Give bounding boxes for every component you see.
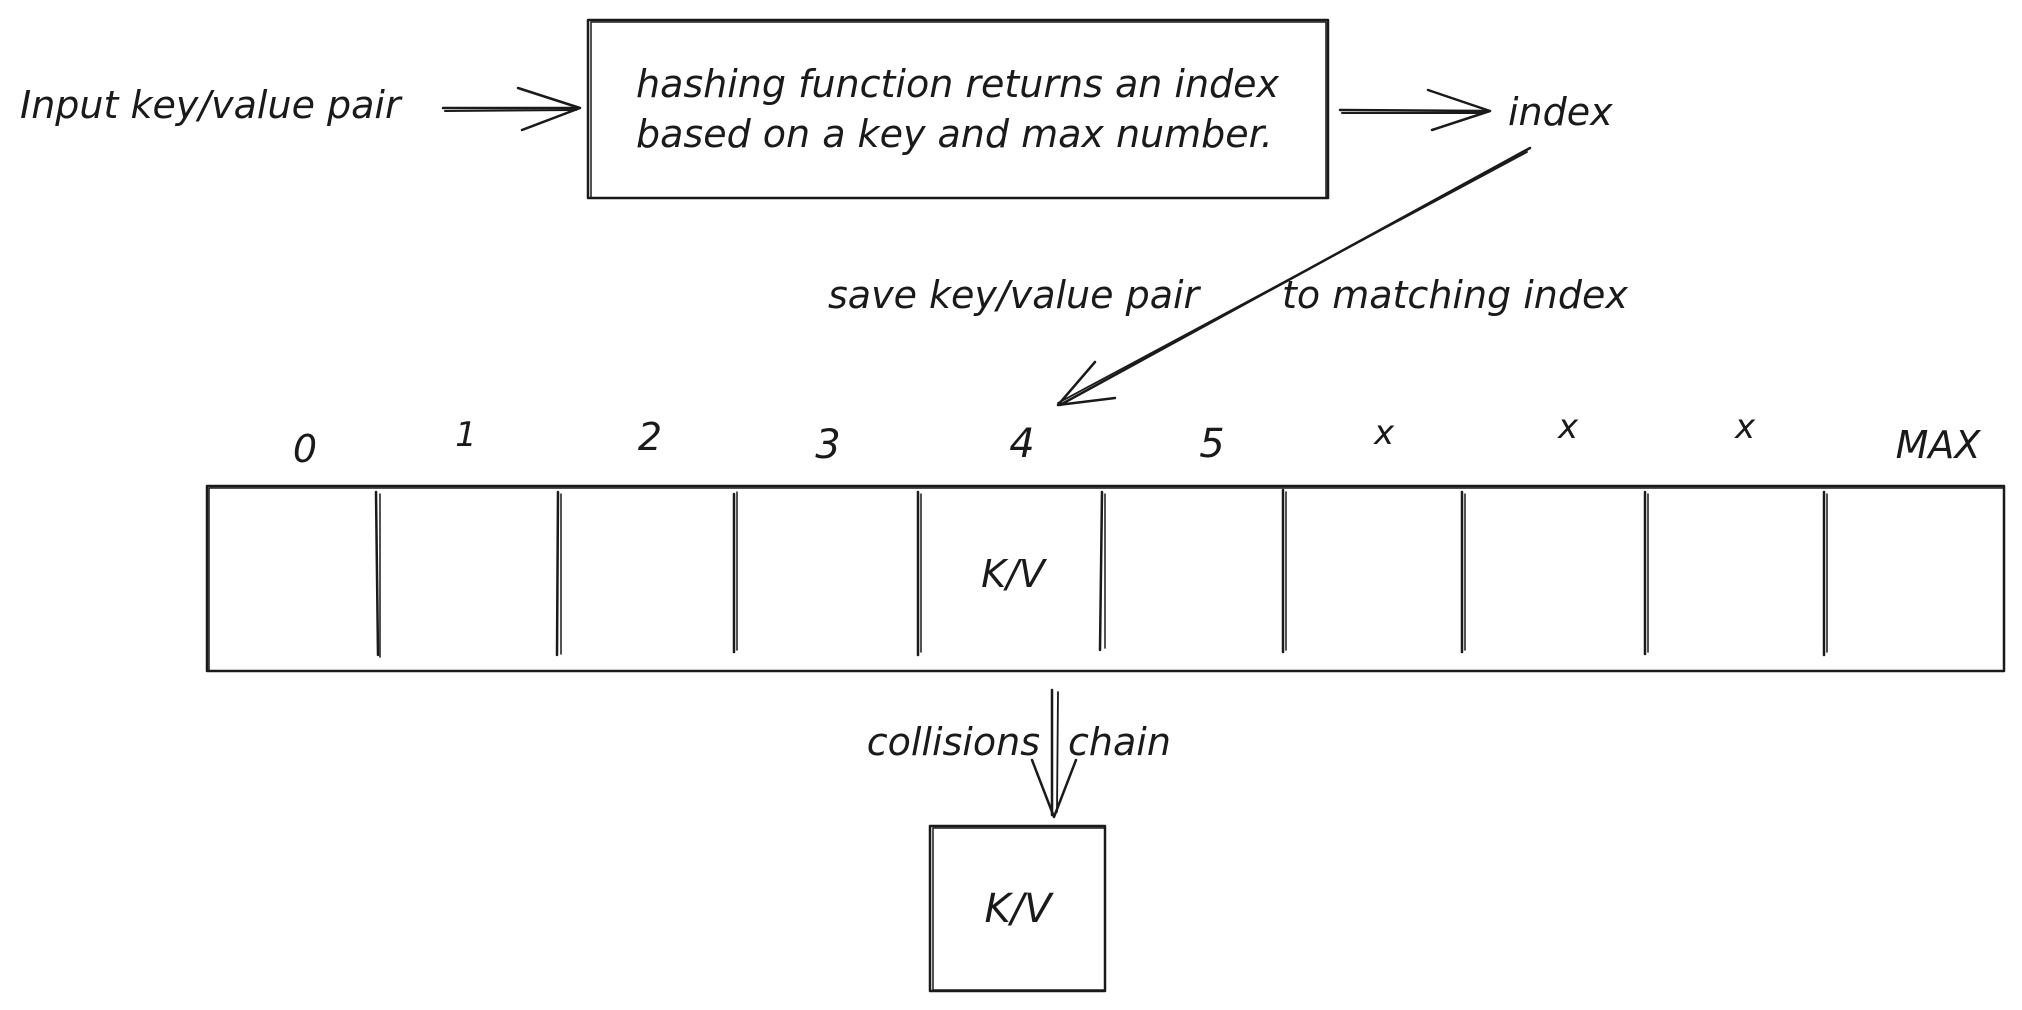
index-label: index (1508, 90, 1613, 134)
hash-function-box (586, 18, 1330, 200)
save-label-left: save key/value pair (828, 273, 1202, 317)
slot-index-labels: 0 1 2 3 4 5 x x x MAX (293, 407, 1981, 471)
hash-box-line-1: hashing function returns an index (636, 62, 1280, 106)
collision-label-left: collisions (867, 720, 1040, 764)
slot-label-1: 1 (455, 415, 477, 455)
slot-dividers (374, 488, 1828, 658)
slot-label-7: x (1557, 407, 1579, 447)
hash-table-array (205, 484, 2006, 673)
slot-4-content: K/V (981, 552, 1048, 596)
index-to-slot-arrow (1056, 146, 1532, 407)
slot-label-9: MAX (1896, 423, 1982, 467)
collision-label-right: chain (1068, 720, 1171, 764)
slot-label-8: x (1734, 407, 1756, 447)
chain-node-box (928, 824, 1107, 993)
slot-label-0: 0 (293, 427, 317, 471)
input-label: Input key/value pair (20, 83, 403, 127)
slot-label-3: 3 (815, 422, 840, 468)
slot-label-4: 4 (1009, 421, 1034, 467)
input-to-hash-arrow (441, 86, 582, 132)
chain-node-content: K/V (984, 886, 1054, 932)
hash-box-line-2: based on a key and max number. (636, 112, 1273, 156)
save-label-right: to matching index (1282, 273, 1628, 317)
hash-to-index-arrow (1338, 88, 1492, 132)
slot-label-5: 5 (1199, 421, 1224, 467)
slot-label-2: 2 (638, 415, 662, 459)
collision-arrow (1030, 688, 1078, 819)
slot-label-6: x (1373, 413, 1395, 453)
